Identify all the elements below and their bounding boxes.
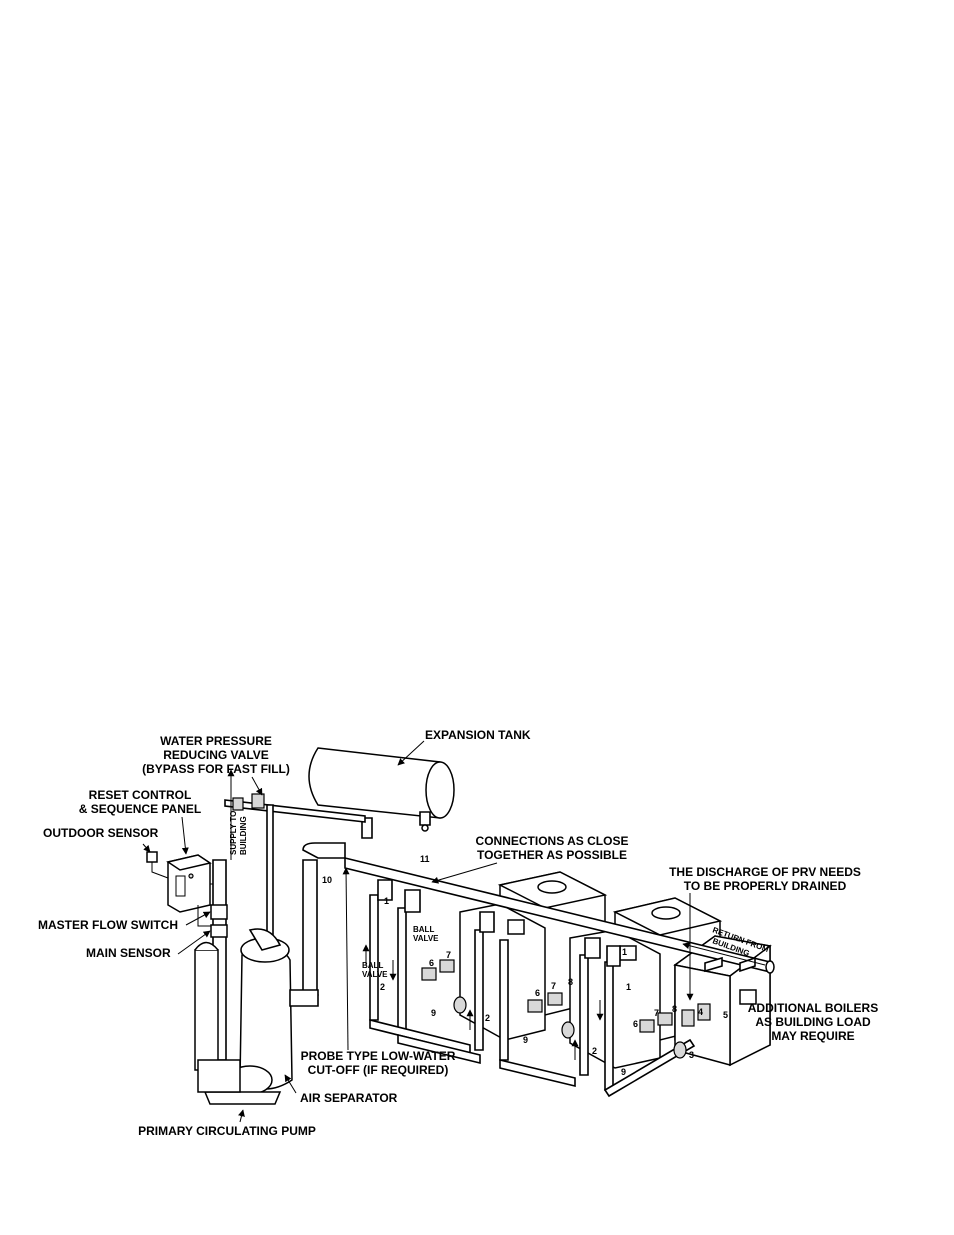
outdoor-sensor-label: OUTDOOR SENSOR: [43, 826, 159, 840]
callout-6: 6: [535, 988, 540, 998]
boiler-branch-piping: [369, 879, 696, 1098]
callout-3: 3: [689, 1050, 694, 1060]
additional-boilers-label-2: AS BUILDING LOAD: [755, 1015, 871, 1029]
outdoor-sensor-leader-arrow: [142, 843, 151, 853]
probe-leader-arrow: [342, 867, 350, 1051]
ball-valve-label-a-2: VALVE: [413, 934, 439, 943]
expansion-tank: [308, 747, 455, 839]
fill-line: [224, 793, 366, 939]
prv-drain-label-1: THE DISCHARGE OF PRV NEEDS: [669, 865, 861, 879]
main-sensor-leader-arrow: [177, 930, 211, 955]
callout-11: 11: [420, 854, 430, 864]
expansion-tank-leader-arrow: [397, 740, 425, 766]
callout-2: 2: [592, 1046, 597, 1056]
supply-label-2: BUILDING: [239, 816, 248, 855]
master-flow-switch-leader-arrow: [185, 911, 211, 926]
ball-valve-label-b-1: BALL: [362, 961, 383, 970]
callout-9: 9: [431, 1008, 436, 1018]
expansion-tank-label: EXPANSION TANK: [425, 728, 531, 742]
air-separator-leader-arrow: [284, 1074, 297, 1094]
main-sensor-label: MAIN SENSOR: [86, 946, 171, 960]
probe-label-2: CUT-OFF (IF REQUIRED): [308, 1063, 449, 1077]
prv-drain-label-2: TO BE PROPERLY DRAINED: [684, 879, 847, 893]
callout-7: 7: [551, 981, 556, 991]
reset-control-leader-arrow: [181, 816, 189, 855]
supply-riser-pipe: [301, 842, 346, 1000]
supply-label-1: SUPPLY TO: [229, 811, 238, 855]
callout-5: 5: [723, 1010, 728, 1020]
callout-7: 7: [446, 950, 451, 960]
primary-pump-leader-arrow: [238, 1109, 245, 1123]
master-flow-switch-label: MASTER FLOW SWITCH: [38, 918, 178, 932]
callout-2: 2: [485, 1013, 490, 1023]
boiler-return-valve: [453, 996, 687, 1059]
return-stub-pipe: [704, 956, 756, 973]
prv-label-2: REDUCING VALVE: [163, 748, 269, 762]
additional-boilers-label-3: MAY REQUIRE: [771, 1029, 854, 1043]
primary-pump-label: PRIMARY CIRCULATING PUMP: [138, 1124, 316, 1138]
connections-leader-arrow: [431, 862, 498, 884]
prv-leader-arrow: [251, 776, 263, 796]
callout-8: 8: [568, 977, 573, 987]
callout-4: 4: [698, 1007, 703, 1017]
callout-6: 6: [633, 1019, 638, 1029]
callout-1: 1: [622, 947, 627, 957]
prv-label-1: WATER PRESSURE: [160, 734, 272, 748]
return-header-pipe: [344, 856, 775, 974]
callout-10: 10: [322, 875, 332, 885]
return-flow-arrow: [682, 942, 766, 966]
additional-boilers-label-1: ADDITIONAL BOILERS: [748, 1001, 878, 1015]
connections-label-2: TOGETHER AS POSSIBLE: [477, 848, 627, 862]
callout-9: 9: [523, 1035, 528, 1045]
prv-label-3: (BYPASS FOR FAST FILL): [142, 762, 290, 776]
outdoor-sensor: [146, 851, 169, 879]
boiler-pump: [421, 959, 711, 1033]
callout-8: 8: [672, 1004, 677, 1014]
ball-valve-label-a-1: BALL: [413, 925, 434, 934]
reset-control-label-1: RESET CONTROL: [89, 788, 192, 802]
probe-label-1: PROBE TYPE LOW-WATER: [301, 1049, 456, 1063]
air-separator-label: AIR SEPARATOR: [300, 1091, 398, 1105]
callout-9: 9: [621, 1067, 626, 1077]
callout-6: 6: [429, 958, 434, 968]
reset-control-panel: [166, 854, 212, 913]
callout-7: 7: [654, 1008, 659, 1018]
callout-1: 1: [626, 982, 631, 992]
ball-valve-label-b-2: VALVE: [362, 970, 388, 979]
primary-pump: [194, 941, 282, 1105]
reset-control-label-2: & SEQUENCE PANEL: [79, 802, 201, 816]
callout-2: 2: [380, 982, 385, 992]
air-separator: [239, 928, 319, 1090]
connections-label-1: CONNECTIONS AS CLOSE: [476, 834, 629, 848]
callout-1: 1: [384, 896, 389, 906]
